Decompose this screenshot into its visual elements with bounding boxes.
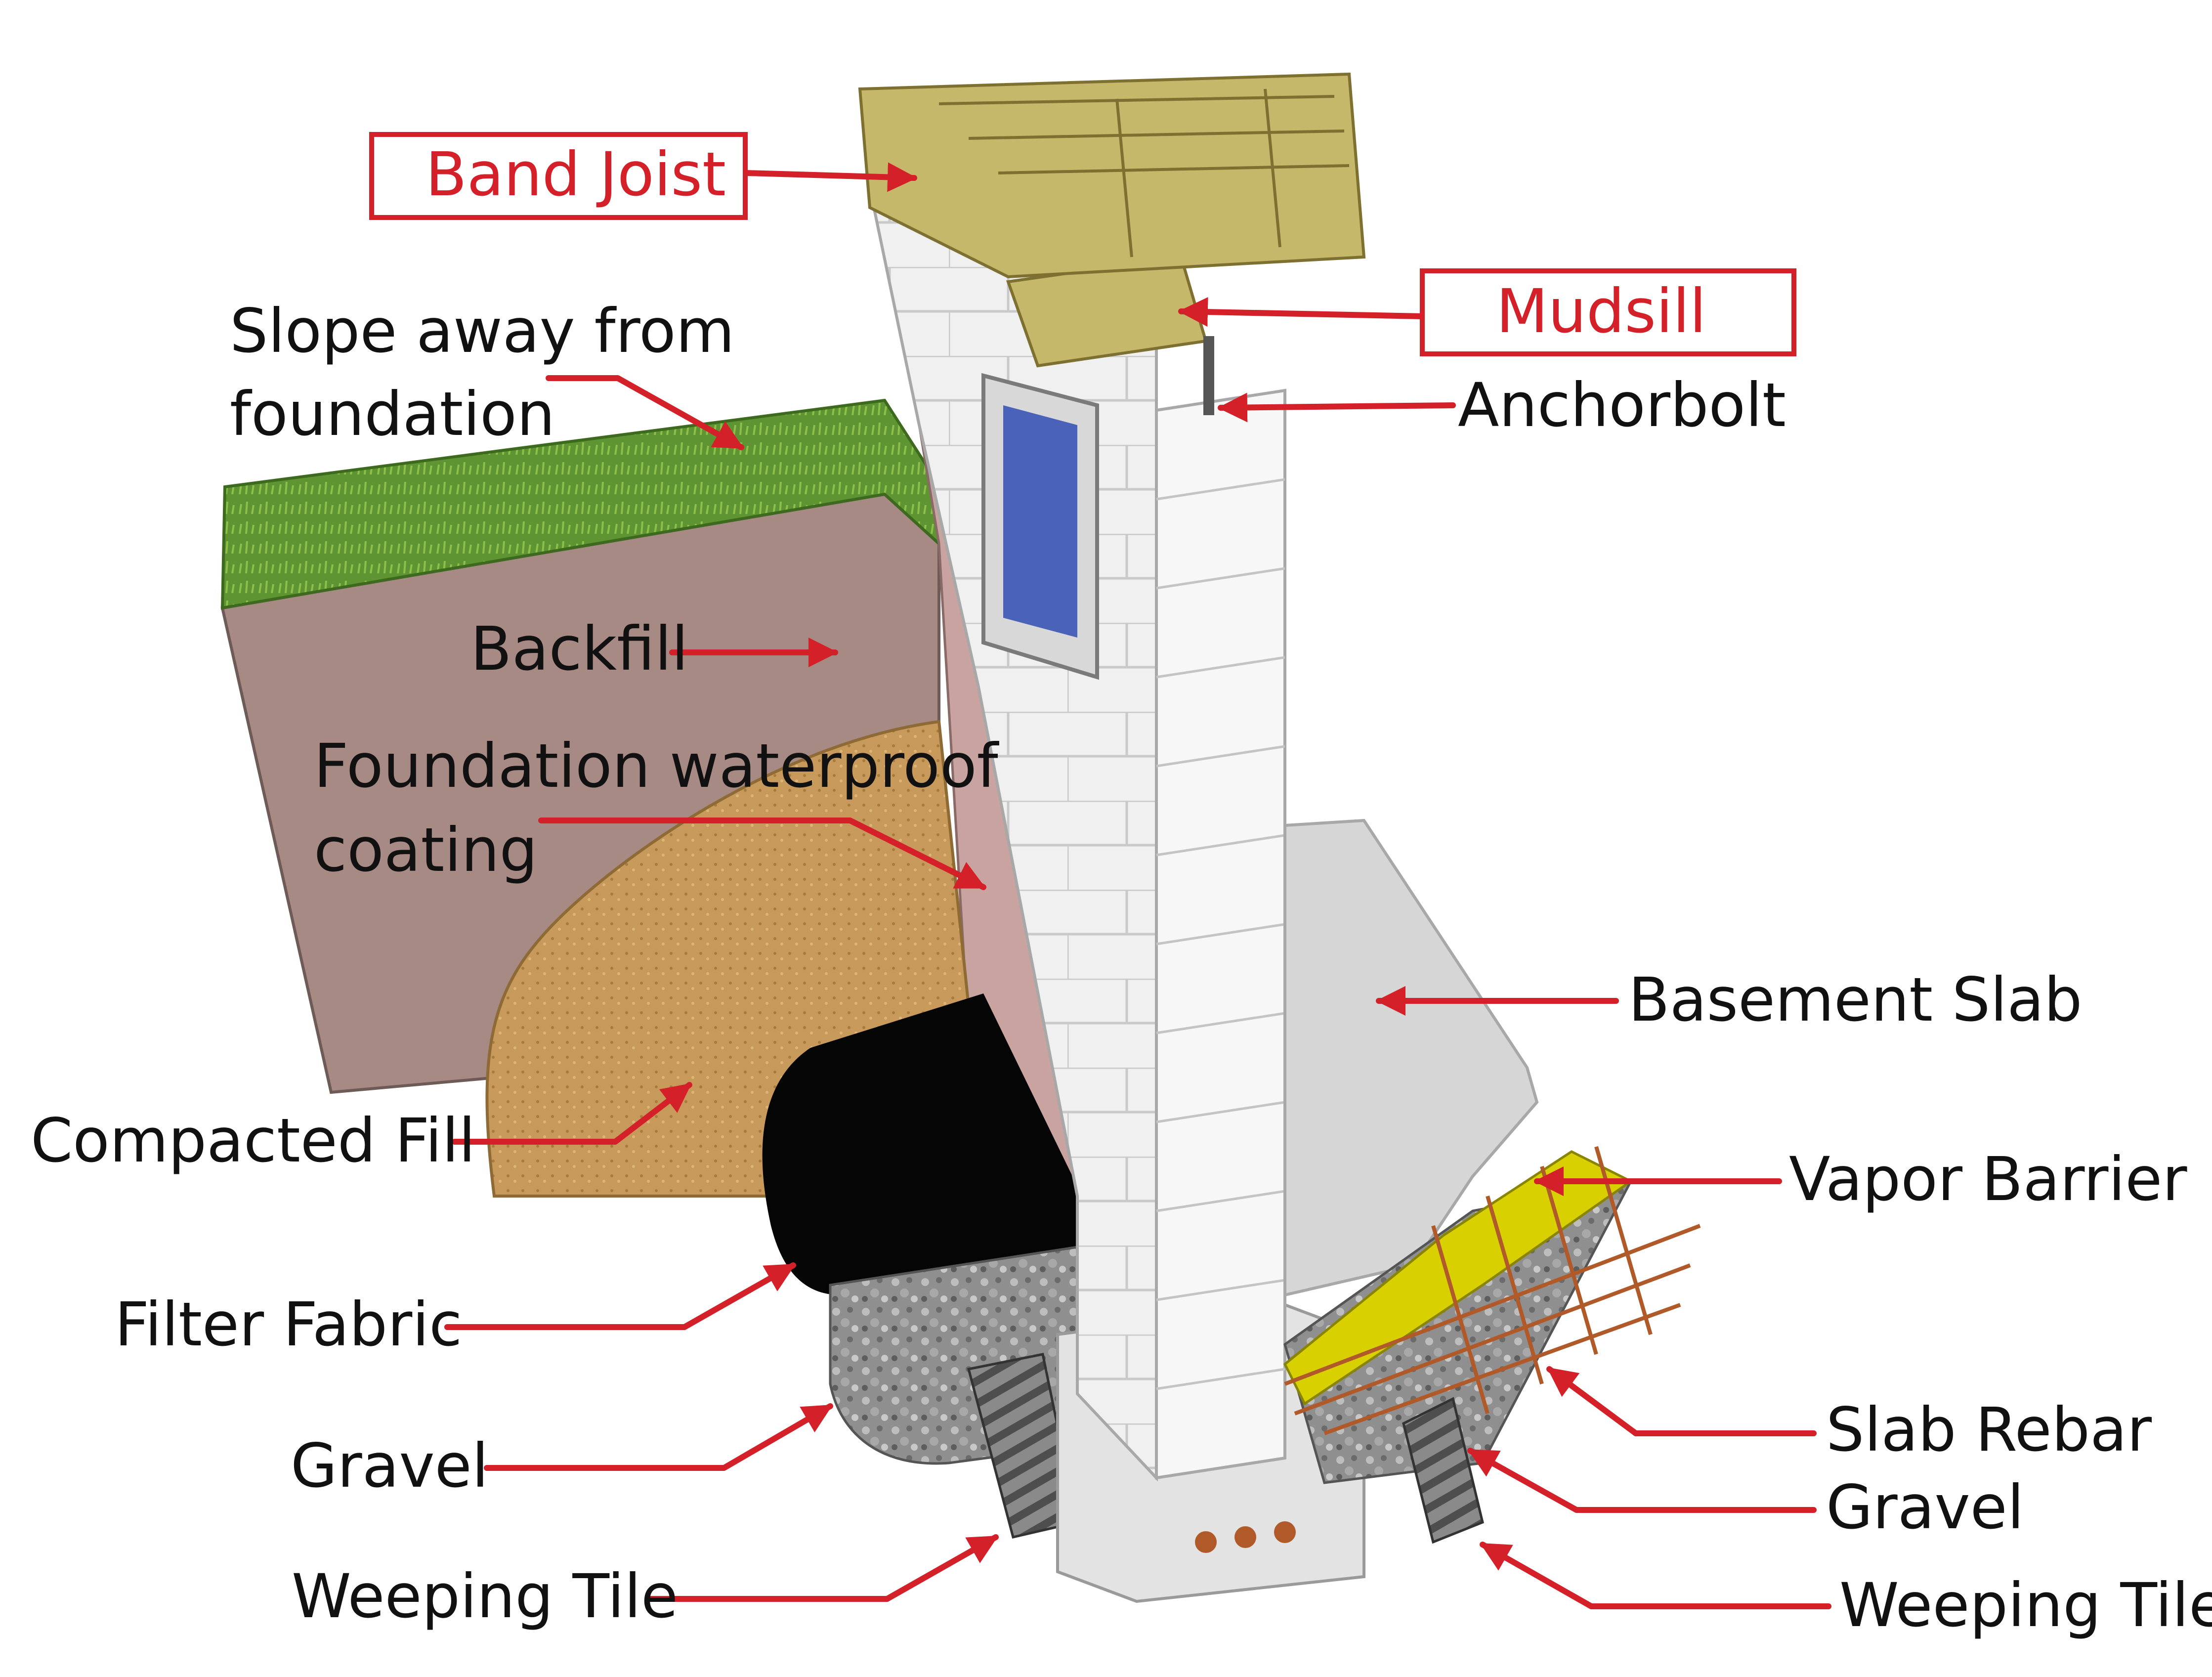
- leader-anchorbolt: [1221, 405, 1453, 408]
- waterproof-label-line1: Foundation waterproof: [314, 731, 1000, 801]
- footing-rebar-1: [1195, 1531, 1217, 1553]
- gravel-right-label: Gravel: [1826, 1472, 2024, 1543]
- band-joist-label: Band Joist: [425, 139, 726, 210]
- leader-weeping-tile-left: [650, 1537, 996, 1599]
- gravel-left-label: Gravel: [291, 1431, 489, 1501]
- anchorbolt-label: Anchorbolt: [1458, 370, 1786, 440]
- slope-label-line1: Slope away from: [230, 296, 734, 366]
- anchorbolt: [1203, 336, 1214, 415]
- compacted-fill-label: Compacted Fill: [31, 1106, 475, 1176]
- leader-gravel-right: [1470, 1451, 1814, 1510]
- slope-label-line2: foundation: [230, 379, 555, 449]
- slab-rebar-label: Slab Rebar: [1826, 1395, 2152, 1465]
- leader-filter-fabric: [447, 1265, 793, 1327]
- weeping-tile-right-label: Weeping Tile: [1839, 1570, 2212, 1640]
- leader-weeping-tile-right: [1483, 1545, 1829, 1606]
- footing-rebar-2: [1234, 1526, 1256, 1548]
- basement-slab-label: Basement Slab: [1628, 965, 2082, 1035]
- leader-slab-rebar: [1549, 1369, 1814, 1433]
- filter-fabric-label: Filter Fabric: [115, 1290, 462, 1360]
- footing-rebar-3: [1274, 1521, 1296, 1543]
- waterproof-label-line2: coating: [314, 815, 538, 885]
- mudsill-label: Mudsill: [1496, 276, 1706, 346]
- leader-mudsill: [1181, 311, 1423, 316]
- vapor-barrier-label: Vapor Barrier: [1789, 1144, 2187, 1214]
- leader-gravel-left: [487, 1406, 830, 1468]
- backfill-label: Backfill: [470, 614, 688, 684]
- weeping-tile-left-label: Weeping Tile: [292, 1561, 678, 1632]
